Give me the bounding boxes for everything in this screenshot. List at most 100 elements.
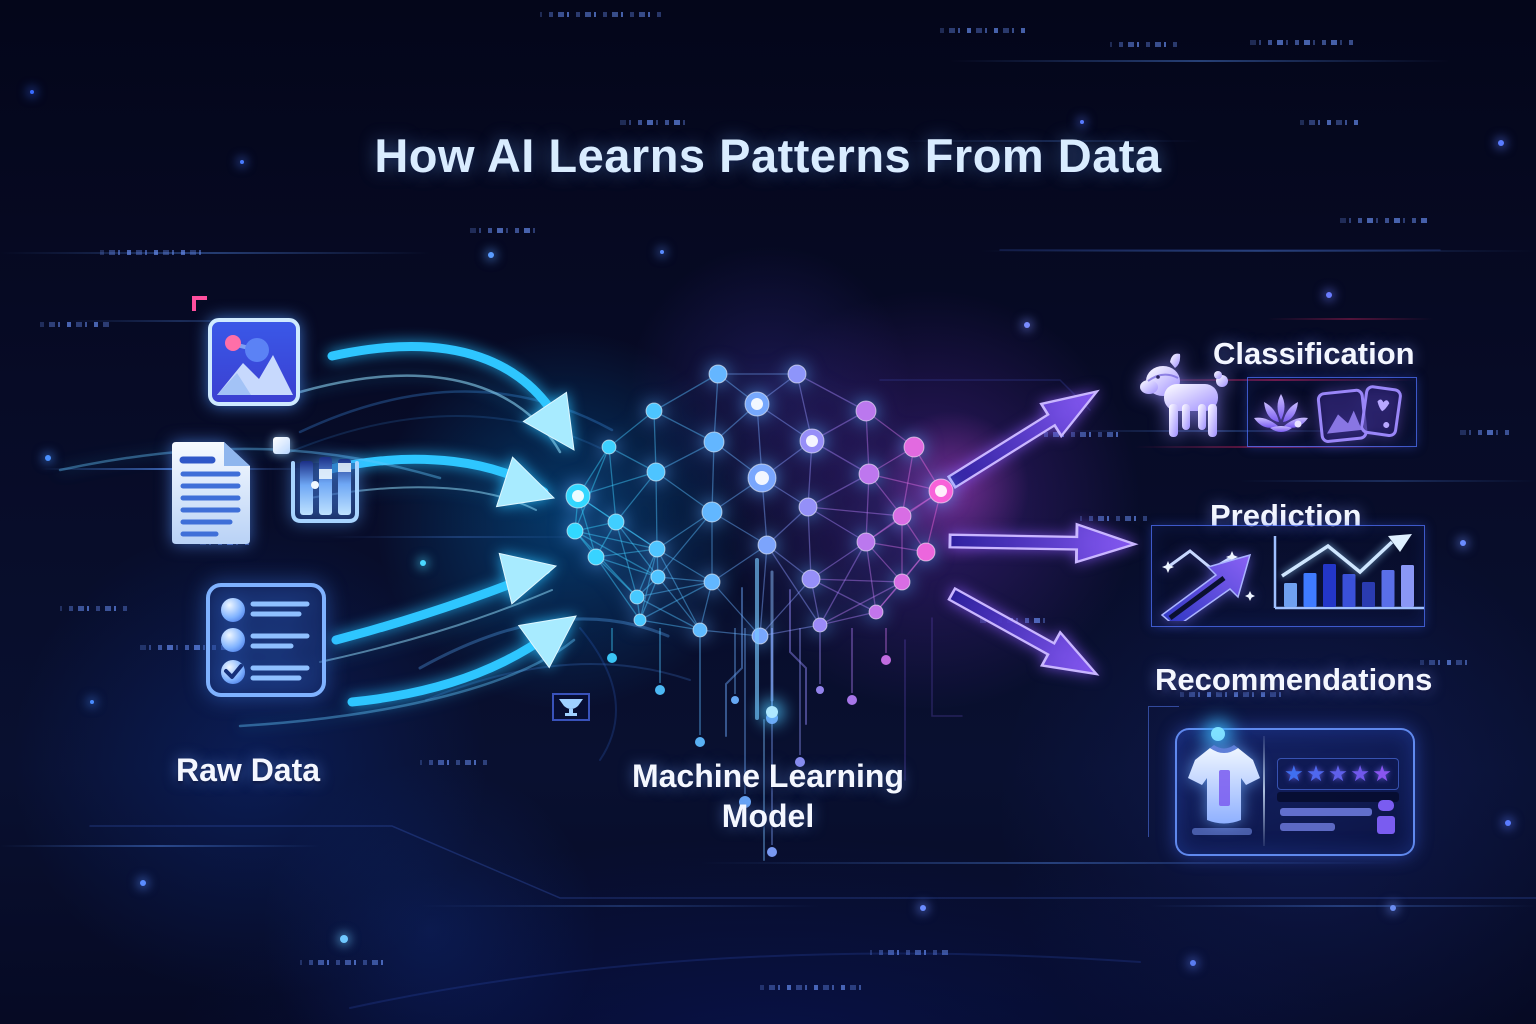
- bg-detail: [980, 618, 986, 623]
- bg-detail: [330, 536, 590, 538]
- recommendations-label: Recommendations: [1155, 662, 1433, 697]
- bg-detail: [488, 228, 492, 233]
- bg-detail: [769, 985, 775, 990]
- bg-detail: [967, 28, 971, 33]
- page-title: How AI Learns Patterns From Data: [374, 129, 1162, 182]
- bg-detail: [381, 960, 383, 965]
- bg-detail: [0, 845, 320, 847]
- bg-detail: [1465, 660, 1467, 665]
- pink-corner-bracket: [192, 296, 207, 300]
- bg-detail: [674, 120, 680, 125]
- bg-detail: [603, 12, 607, 17]
- text-line-1: [1280, 808, 1372, 816]
- bg-detail: [90, 700, 94, 704]
- bg-detail: [879, 950, 883, 955]
- corner-bracket: [1148, 706, 1179, 837]
- bg-detail: [1080, 516, 1082, 521]
- bg-detail: [363, 960, 367, 965]
- bg-detail: [787, 985, 791, 990]
- bar-chart-trend-icon: [1273, 534, 1424, 610]
- bg-detail: [123, 606, 127, 611]
- bg-detail: [647, 120, 653, 125]
- dark-bar: [1277, 792, 1399, 802]
- bg-detail: [1125, 516, 1131, 521]
- raw-data-label: Raw Data: [176, 752, 321, 788]
- bg-detail: [127, 250, 131, 255]
- bg-detail: [1304, 40, 1310, 45]
- bg-detail: [1412, 218, 1416, 223]
- bg-detail: [841, 985, 845, 990]
- bg-detail: [109, 250, 115, 255]
- bg-detail: [154, 250, 158, 255]
- bg-detail: [1336, 120, 1342, 125]
- bg-detail: [629, 120, 631, 125]
- bg-detail: [870, 950, 872, 955]
- bg-detail: [1080, 120, 1084, 124]
- bg-detail: [163, 250, 169, 255]
- bg-detail: [60, 606, 62, 611]
- bg-detail: [479, 228, 481, 233]
- bg-detail: [76, 322, 82, 327]
- bg-detail: [1134, 516, 1136, 521]
- bg-detail: [1326, 292, 1332, 298]
- shirt-caption-bar: [1192, 828, 1252, 835]
- bg-detail: [1150, 905, 1536, 907]
- output-arrows: [940, 374, 1137, 692]
- bg-detail: [558, 12, 564, 17]
- bg-detail: [1259, 40, 1261, 45]
- bg-detail: [980, 250, 1536, 252]
- bg-detail: [1119, 42, 1123, 47]
- bg-detail: [212, 645, 216, 650]
- bg-detail: [1080, 432, 1086, 437]
- bg-detail: [158, 645, 162, 650]
- bg-detail: [958, 28, 960, 33]
- bg-detail: [327, 960, 329, 965]
- bg-detail: [1478, 430, 1482, 435]
- card-glow-dot: [1211, 727, 1225, 741]
- card-divider: [1263, 736, 1265, 846]
- bg-detail: [345, 960, 351, 965]
- bg-detail: [118, 250, 120, 255]
- bg-detail: [1116, 432, 1118, 437]
- bg-detail: [648, 12, 650, 17]
- bg-detail: [1300, 120, 1304, 125]
- bg-detail: [190, 250, 196, 255]
- bg-detail: [1286, 40, 1288, 45]
- bg-detail: [540, 12, 542, 17]
- star-icon: ★: [1284, 761, 1304, 786]
- bg-detail: [549, 12, 553, 17]
- tshirt-icon: [1188, 745, 1260, 824]
- bg-detail: [1447, 660, 1451, 665]
- prediction-bars: [1284, 564, 1414, 607]
- hanging-nodes: [607, 628, 891, 857]
- bg-detail: [859, 985, 861, 990]
- bg-detail: [140, 880, 146, 886]
- bg-detail: [1164, 42, 1166, 47]
- bg-detail: [814, 985, 818, 990]
- glow-dot: [766, 706, 778, 718]
- bg-detail: [1390, 905, 1396, 911]
- bg-detail: [823, 985, 829, 990]
- background-circuit-arcs: [89, 249, 1536, 1009]
- bg-detail: [1143, 516, 1147, 521]
- bg-detail: [1053, 432, 1059, 437]
- bg-detail: [67, 322, 71, 327]
- bg-detail: [1107, 432, 1113, 437]
- bg-detail: [924, 950, 926, 955]
- bg-detail: [1420, 660, 1424, 665]
- bg-detail: [1016, 618, 1018, 623]
- star-icon: ★: [1372, 761, 1392, 786]
- bg-detail: [336, 960, 340, 965]
- bg-detail: [1252, 692, 1254, 697]
- prediction-label: Prediction: [1210, 498, 1362, 533]
- photo-cards-icon: [1316, 385, 1402, 443]
- bg-detail: [40, 322, 44, 327]
- bg-detail: [1110, 42, 1112, 47]
- bg-detail: [994, 28, 998, 33]
- bg-detail: [1340, 40, 1342, 45]
- bg-detail: [1505, 430, 1509, 435]
- bg-detail: [1155, 42, 1161, 47]
- bg-detail: [524, 228, 530, 233]
- bg-detail: [420, 905, 820, 907]
